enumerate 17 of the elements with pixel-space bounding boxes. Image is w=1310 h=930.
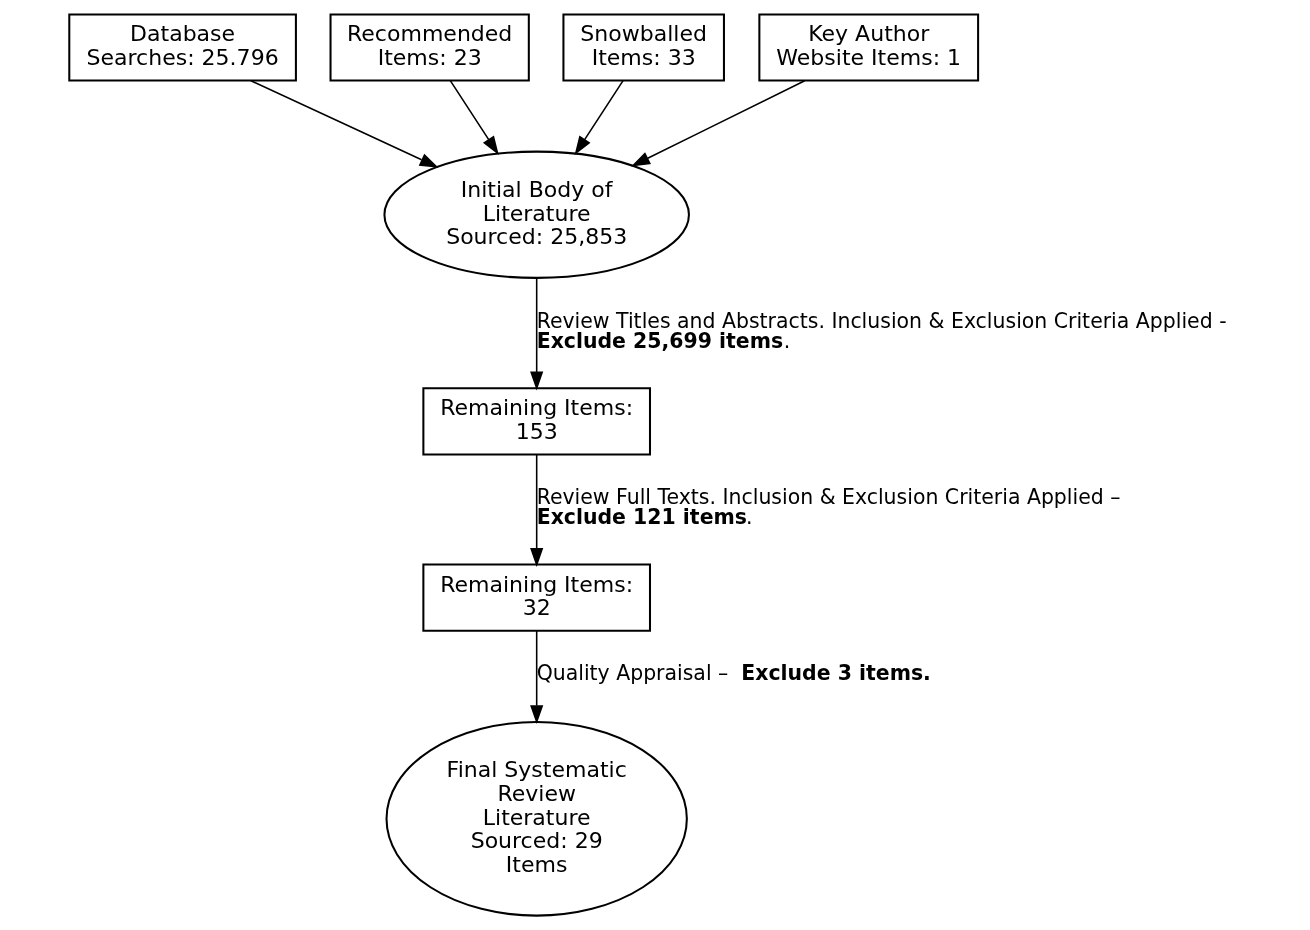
arrow — [529, 277, 543, 391]
edge-label: Review Full Texts. Inclusion & Exclusion Criteria Applied – Exclude 121 items. — [536, 484, 1120, 530]
node-box: Recommended Items: 23 — [329, 13, 530, 82]
edge-label: Review Titles and Abstracts. Inclusion & Exclusion Criteria Applied - Exclude 25,699 items. — [536, 308, 1227, 354]
node-box: Snowballed Items: 33 — [561, 13, 725, 82]
edge-label: Quality Appraisal – Exclude 3 items. — [536, 661, 931, 686]
arrow — [449, 79, 499, 156]
node-box: Database Searches: 25.796 — [67, 13, 297, 82]
arrow — [529, 453, 543, 567]
node-box: Remaining Items: 153 — [421, 387, 651, 456]
arrow — [574, 79, 624, 156]
arrow — [630, 79, 805, 167]
arrow — [249, 79, 439, 168]
node-box: Remaining Items: 32 — [421, 563, 651, 632]
node-box: Key Author Website Items: 1 — [757, 13, 979, 82]
node-ellipse: Final Systematic Review Literature Sourced: 29 Items — [385, 720, 688, 917]
arrow — [529, 630, 543, 725]
